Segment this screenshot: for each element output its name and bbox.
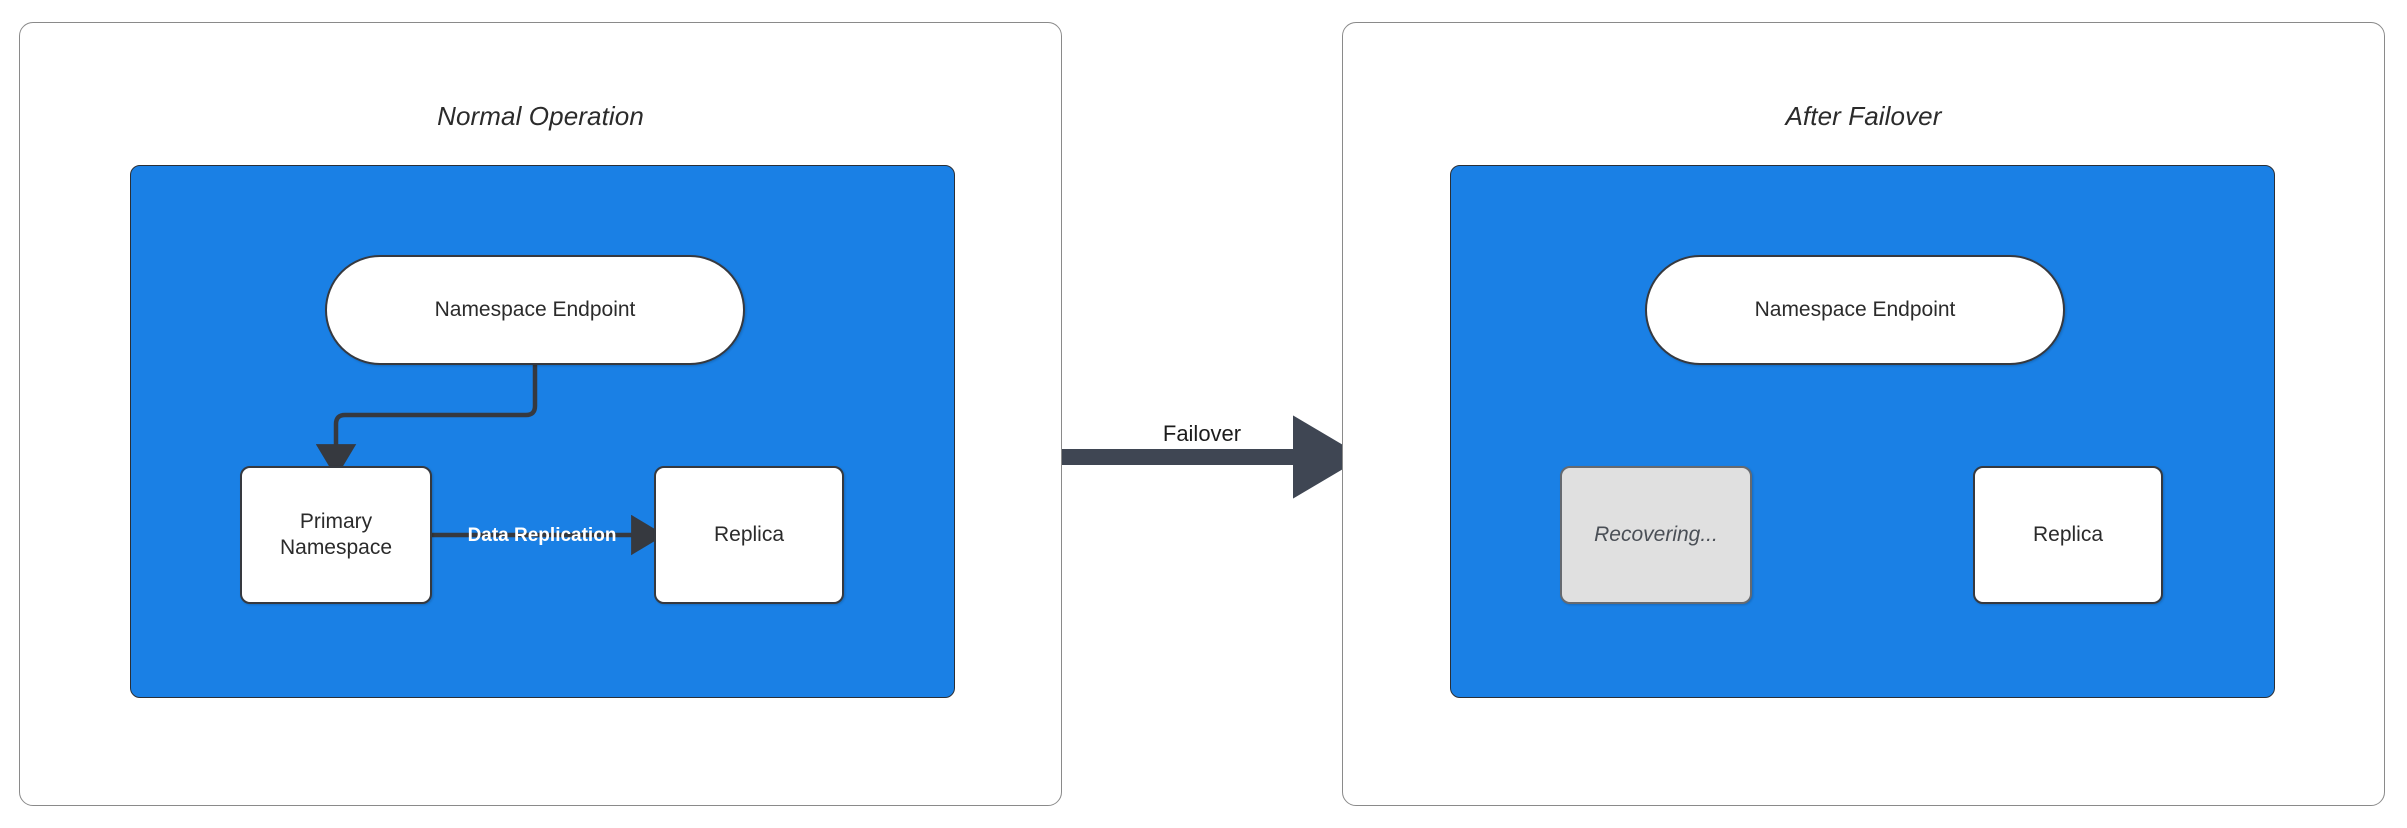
node-label: Namespace Endpoint (434, 298, 636, 322)
node-recovering[interactable]: Recovering... (1560, 466, 1752, 604)
node-label: Replica (2032, 523, 2104, 547)
node-replica-left[interactable]: Replica (654, 466, 844, 604)
blue-region-normal-operation (130, 165, 955, 698)
node-label-line2: Namespace (279, 536, 393, 559)
node-label: Namespace Endpoint (1754, 298, 1956, 322)
node-namespace-endpoint-right[interactable]: Namespace Endpoint (1645, 255, 2065, 365)
edge-label-failover: Failover (1162, 421, 1242, 446)
node-label-line1: Primary (299, 510, 373, 534)
panel-title-after-failover: After Failover (1785, 101, 1942, 131)
node-label: Recovering... (1594, 523, 1718, 547)
node-label: Primary Namespace (280, 509, 392, 560)
node-label: Replica (713, 523, 785, 547)
panel-title-normal-operation: Normal Operation (437, 101, 644, 131)
node-namespace-endpoint-left[interactable]: Namespace Endpoint (325, 255, 745, 365)
edge-label-data-replication: Data Replication (467, 525, 617, 546)
node-replica-right[interactable]: Replica (1973, 466, 2163, 604)
node-primary-namespace[interactable]: Primary Namespace (240, 466, 432, 604)
blue-region-after-failover (1450, 165, 2275, 698)
